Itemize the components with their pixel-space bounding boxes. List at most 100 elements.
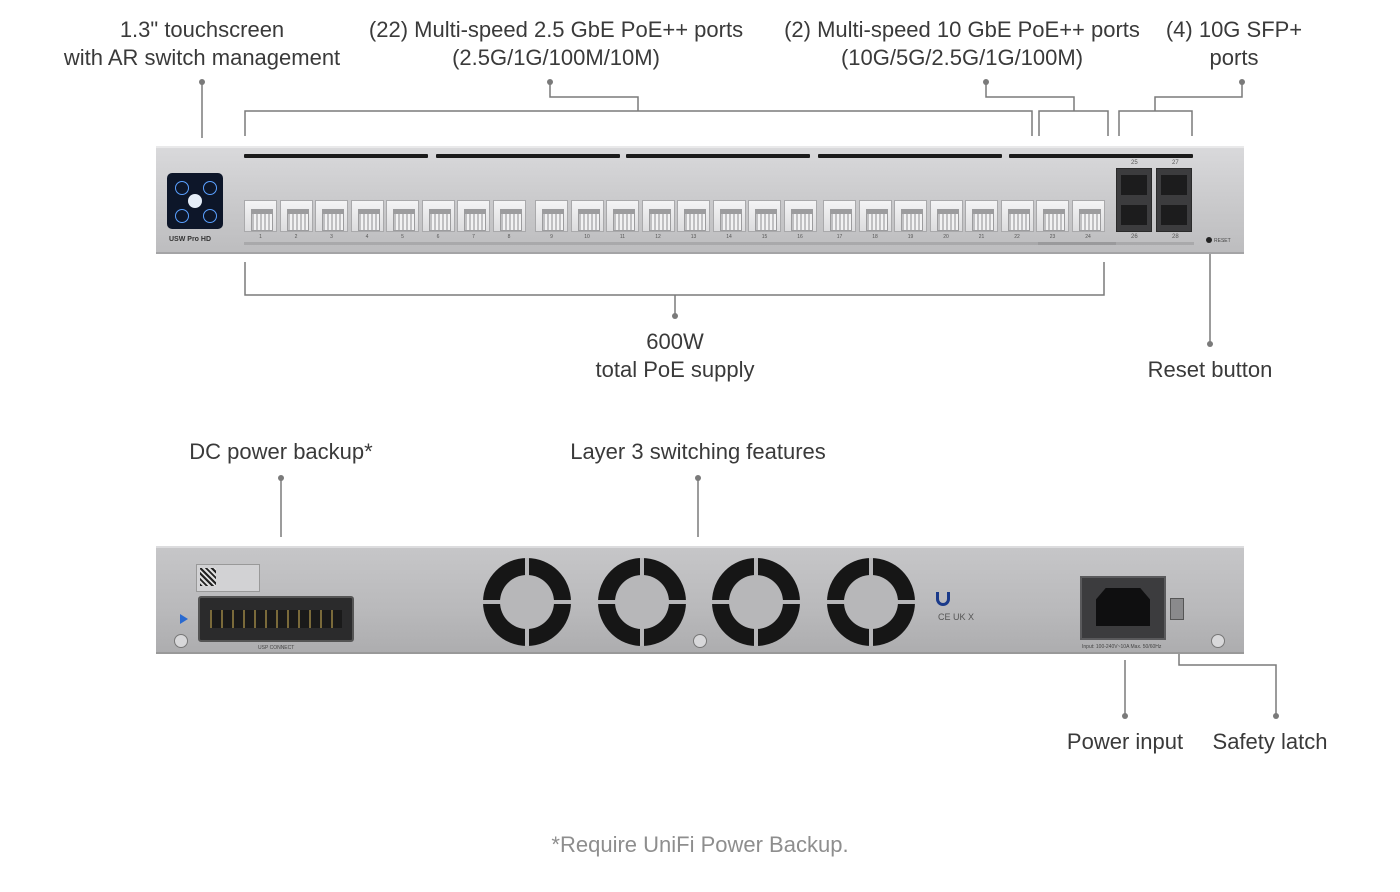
led-bar [436, 154, 620, 158]
rj45-port[interactable] [1036, 200, 1069, 232]
sfp-cage[interactable] [1156, 168, 1192, 232]
port-number-label: 24 [1085, 234, 1091, 240]
sfp-line-1: (4) 10G SFP+ [1165, 17, 1303, 42]
safety-latch-callout: Safety latch [1200, 728, 1340, 756]
fan-vent [827, 558, 915, 646]
port-number-label: 11 [619, 234, 626, 240]
port-number-label: 6 [436, 234, 440, 240]
screen-icon [175, 209, 189, 223]
port-number-label: 4 [365, 234, 369, 240]
safety-latch-text: Safety latch [1212, 729, 1328, 754]
port-number-label: 1 [259, 234, 262, 240]
rj45-port[interactable] [492, 200, 526, 232]
touchscreen-callout: 1.3" touchscreen with AR switch manageme… [52, 16, 352, 72]
rj45-port[interactable] [315, 200, 348, 232]
rj45-port[interactable] [965, 200, 998, 232]
rj45-port[interactable] [641, 200, 675, 232]
port-number-label: 20 [943, 234, 949, 240]
fan-vent [598, 558, 686, 646]
qr-code [200, 568, 216, 586]
rj45-port[interactable] [677, 200, 710, 232]
sfp-cage[interactable] [1116, 168, 1152, 232]
screw-icon [693, 634, 707, 648]
power-input-socket[interactable] [1080, 576, 1166, 640]
port-number-label: 5 [401, 234, 404, 240]
ports-10g-callout: (2) Multi-speed 10 GbE PoE++ ports (10G/… [770, 16, 1154, 72]
rj45-port[interactable] [421, 200, 455, 232]
rj45-port[interactable] [823, 200, 856, 232]
rj45-port[interactable] [929, 200, 963, 232]
power-input-text: Power input [1066, 729, 1184, 754]
port-number-label: 16 [797, 234, 803, 240]
rj45-port[interactable] [783, 200, 817, 232]
rj45-port[interactable] [386, 200, 419, 232]
screw-icon [174, 634, 188, 648]
screw-icon [1211, 634, 1225, 648]
switch-rear-panel: USP CONNECT CE UK X Input: 100-240V~10A … [156, 546, 1244, 654]
rj45-port[interactable] [894, 200, 927, 232]
rj45-port[interactable] [712, 200, 746, 232]
port-number-label: 19 [907, 234, 914, 240]
port-number-label: 10 [584, 234, 590, 240]
poe-bracket [244, 262, 1105, 296]
rj45-port[interactable] [535, 200, 568, 232]
port-number-label: 13 [690, 234, 697, 240]
rj45-port[interactable] [570, 200, 604, 232]
safety-latch[interactable] [1170, 598, 1184, 620]
sfp-label: 27 [1172, 160, 1179, 166]
sfp-leader [1154, 82, 1243, 111]
led-indicator-icon [180, 614, 188, 624]
certification-marks: CE UK X [938, 612, 975, 622]
touchscreen[interactable] [167, 173, 223, 229]
screen-icon [175, 181, 189, 195]
ports-2-5g-bracket [244, 110, 1033, 136]
sfp-line-2: ports [1209, 45, 1259, 70]
sfp-label: 26 [1131, 234, 1138, 240]
sfp-callout: (4) 10G SFP+ ports [1162, 16, 1306, 72]
rj45-port[interactable] [244, 200, 277, 232]
ports-2-5g-line-2: (2.5G/1G/100M/10M) [452, 45, 660, 70]
port-number-label: 8 [507, 234, 511, 240]
ports-2-5g-line-1: (22) Multi-speed 2.5 GbE PoE++ ports [368, 17, 744, 42]
screen-center-icon [188, 194, 202, 208]
rj45-port[interactable] [1071, 200, 1105, 232]
port-number-label: 17 [836, 234, 843, 240]
port-number-label: 21 [978, 234, 985, 240]
screen-icon [203, 181, 217, 195]
ports-10g-leader [985, 82, 1075, 111]
port-number-label: 14 [726, 234, 732, 240]
dc-backup-text: DC power backup* [189, 439, 373, 464]
ports-2-5g-callout: (22) Multi-speed 2.5 GbE PoE++ ports (2.… [355, 16, 757, 72]
rj45-port[interactable] [606, 200, 639, 232]
port-group-bar [1116, 242, 1194, 245]
reset-callout: Reset button [1130, 356, 1290, 384]
ubiquiti-logo-icon [936, 592, 950, 606]
ports-10g-line-1: (2) Multi-speed 10 GbE PoE++ ports [784, 17, 1140, 42]
power-label: Input: 100-240V~10A Max. 50/60Hz [1082, 644, 1162, 650]
rj45-port[interactable] [858, 200, 892, 232]
port-group-bar [1038, 242, 1118, 245]
touchscreen-line-2: with AR switch management [63, 45, 341, 70]
rj45-port[interactable] [1000, 200, 1034, 232]
rj45-port[interactable] [457, 200, 490, 232]
port-number-label: 18 [872, 234, 878, 240]
poe-line-2: total PoE supply [595, 357, 755, 382]
rj45-port[interactable] [748, 200, 781, 232]
ports-2-5g-leader [549, 82, 639, 111]
port-number-label: 7 [472, 234, 475, 240]
port-number-label: 12 [655, 234, 661, 240]
layer3-callout: Layer 3 switching features [548, 438, 848, 466]
rj45-port[interactable] [350, 200, 384, 232]
led-bar [1009, 154, 1193, 158]
layer3-text: Layer 3 switching features [570, 439, 826, 464]
port-number-label: 9 [550, 234, 553, 240]
port-group-bar [244, 242, 1118, 245]
led-bar [244, 154, 428, 158]
port-number-label: 15 [761, 234, 768, 240]
dc-backup-connector[interactable] [198, 596, 354, 642]
ports-10g-bracket [1038, 110, 1109, 136]
reset-button[interactable] [1206, 237, 1212, 243]
ports-10g-line-2: (10G/5G/2.5G/1G/100M) [840, 45, 1084, 70]
sfp-bracket [1118, 110, 1193, 136]
rj45-port[interactable] [279, 200, 313, 232]
